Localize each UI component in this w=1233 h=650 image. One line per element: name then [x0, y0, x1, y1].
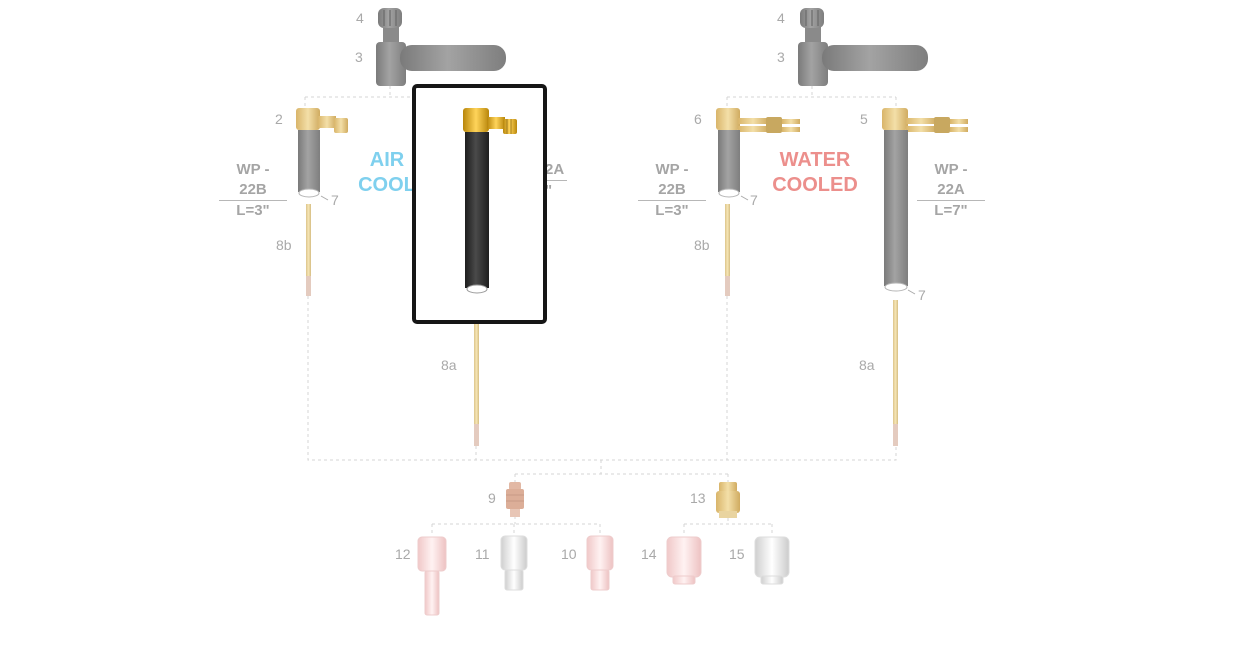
callout-8b-left: 8b — [276, 237, 292, 253]
callout-7-right: 7 — [918, 287, 926, 303]
cup-11 — [500, 535, 528, 591]
callout-6: 6 — [694, 111, 702, 127]
water-cooled-line1: WATER — [779, 149, 851, 171]
electrode-8a-left — [474, 320, 479, 446]
gas-lens-13 — [716, 482, 740, 518]
model-name: 2A — [545, 160, 567, 181]
callout-4-left: 4 — [356, 10, 364, 26]
model-label-left-a-partial: 2A " — [545, 160, 567, 201]
callout-7-left: 7 — [331, 192, 339, 208]
torch-body-6 — [716, 108, 800, 198]
air-cooled-line1: AIR — [369, 149, 405, 171]
air-cooled-line2: COOL — [358, 174, 416, 196]
model-name: WP - 22A — [917, 160, 985, 201]
model-name: WP - 22B — [219, 160, 287, 201]
cap-knob-left — [378, 8, 402, 42]
cup-15 — [754, 536, 790, 585]
model-label-left-b: WP - 22B L=3" — [219, 160, 287, 221]
selected-torch-highlight[interactable] — [412, 84, 547, 324]
torch-body-5 — [882, 108, 968, 292]
torch-body-2 — [296, 108, 348, 198]
leader-7-right — [907, 289, 916, 295]
model-length: " — [545, 182, 553, 199]
cup-14 — [666, 536, 702, 585]
model-length: L=7" — [934, 202, 968, 219]
callout-10: 10 — [561, 546, 577, 562]
connector-lines — [304, 86, 897, 535]
electrode-8b-left — [306, 204, 311, 296]
back-cap-long-left — [376, 42, 506, 86]
callout-8a-right: 8a — [859, 357, 875, 373]
back-cap-long-right — [798, 42, 928, 86]
callout-2: 2 — [275, 111, 283, 127]
callout-12: 12 — [395, 546, 411, 562]
model-length: L=3" — [655, 202, 689, 219]
callout-8a-left: 8a — [441, 357, 457, 373]
water-cooled-line2: COOLED — [772, 174, 858, 196]
model-length: L=3" — [236, 202, 270, 219]
cap-knob-right — [800, 8, 824, 42]
model-label-right-b: WP - 22B L=3" — [638, 160, 706, 221]
air-cooled-label: AIR COOL — [352, 148, 422, 198]
callout-11: 11 — [475, 546, 490, 562]
electrode-8a-right — [893, 300, 898, 446]
leader-7-mid — [740, 195, 749, 201]
water-cooled-label: WATER COOLED — [770, 148, 860, 198]
model-name: WP - 22B — [638, 160, 706, 201]
callout-3-left: 3 — [355, 49, 363, 65]
callout-5: 5 — [860, 111, 868, 127]
callout-9: 9 — [488, 490, 496, 506]
collet-body-9 — [506, 482, 524, 517]
electrode-8b-right — [725, 204, 730, 296]
callout-8b-right: 8b — [694, 237, 710, 253]
cup-10 — [586, 535, 614, 591]
cup-12 — [417, 536, 447, 616]
torch-body-icon — [463, 108, 517, 294]
callout-14: 14 — [641, 546, 657, 562]
callout-4-right: 4 — [777, 10, 785, 26]
callout-15: 15 — [729, 546, 745, 562]
callout-7-mid: 7 — [750, 192, 758, 208]
model-label-right-a: WP - 22A L=7" — [917, 160, 985, 221]
callout-3-right: 3 — [777, 49, 785, 65]
leader-7-left — [320, 195, 329, 201]
callout-13: 13 — [690, 490, 706, 506]
